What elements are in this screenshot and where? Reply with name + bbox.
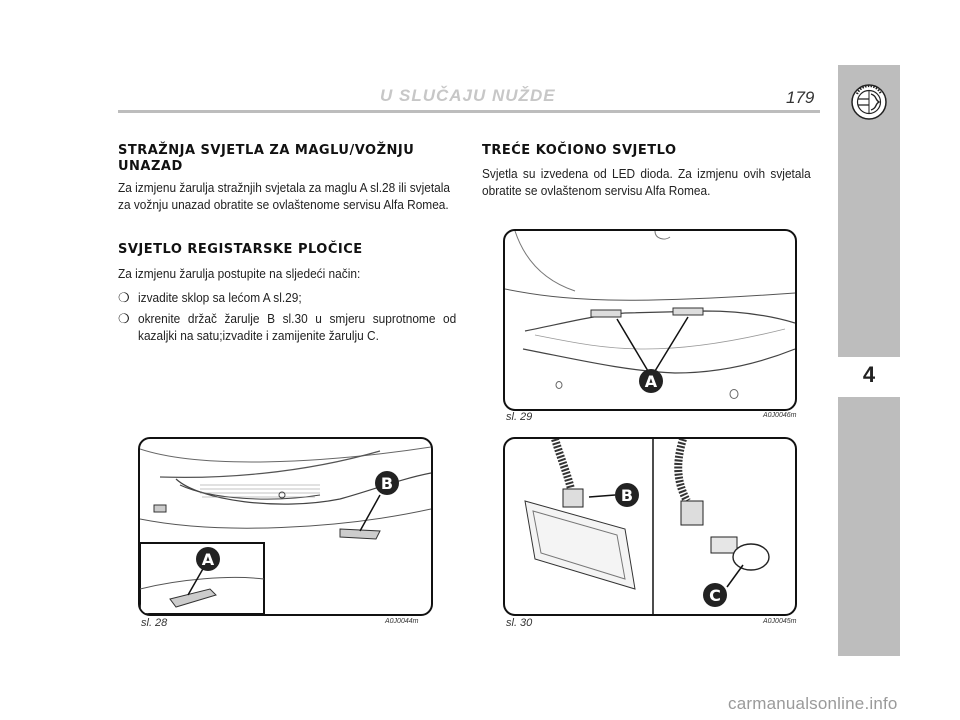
chapter-tab[interactable] [838, 357, 900, 397]
figure-28: B A [138, 437, 433, 616]
bullet-item-2: okrenite držač žarulje B sl.30 u smjeru … [138, 312, 457, 343]
watermark-link[interactable]: carmanualsonline.info [728, 694, 898, 713]
bullet-item-1: izvadite sklop sa lećom A sl.29; [138, 291, 302, 305]
callout-a: A [645, 372, 658, 391]
heading-fog-reverse-lights: STRAŽNJA SVJETLA ZA MAGLU/VOŽNJU UNAZAD [118, 143, 415, 174]
paragraph-fog-reverse-lights: Za izmjenu žarulja stražnjih svjetala za… [118, 181, 450, 212]
figure-30-caption: sl. 30 [506, 617, 533, 629]
callout-a: A [202, 550, 215, 569]
figure-28-code: A0J0044m [385, 618, 419, 625]
section-title: U SLUČAJU NUŽDE [380, 86, 556, 105]
figure-30-drawing: B C [524, 439, 770, 614]
figure-29-code: A0J0046m [763, 412, 797, 419]
heading-third-brake-light: TREĆE KOČIONO SVJETLO [482, 143, 677, 158]
chapter-tab-number: 4 [862, 362, 876, 387]
figure-29-caption: sl. 29 [506, 411, 533, 423]
header-rule [118, 110, 820, 113]
callout-c: C [709, 586, 721, 605]
paragraph-license-plate-intro: Za izmjenu žarulja postupite na sljedeći… [118, 267, 361, 281]
figure-28-caption: sl. 28 [141, 617, 168, 629]
figure-30: B C [503, 437, 797, 616]
figure-30-code: A0J0045m [763, 618, 797, 625]
figure-29-drawing: A [505, 231, 795, 399]
bullet-icon: ❍ [118, 290, 130, 305]
figure-29: A [503, 229, 797, 411]
bullet-icon: ❍ [118, 311, 130, 326]
paragraph-third-brake-light: Svjetla su izvedena od LED dioda. Za izm… [482, 167, 811, 198]
page-number: 179 [786, 88, 815, 107]
callout-b: B [381, 474, 393, 493]
heading-license-plate-light: SVJETLO REGISTARSKE PLOČICE [118, 242, 363, 257]
alfa-romeo-logo-icon [851, 84, 887, 120]
callout-b: B [621, 486, 633, 505]
figure-28-drawing: B A [140, 446, 431, 614]
